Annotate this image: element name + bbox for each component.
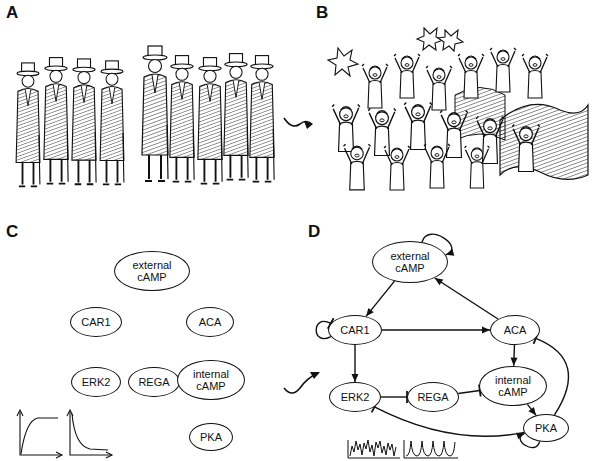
- rising-curve-plot: [17, 410, 62, 458]
- node-label: PKA: [535, 422, 557, 434]
- transition-arrowhead: [310, 372, 320, 379]
- arrowhead: [528, 407, 536, 415]
- node-label: internal cAMP: [189, 368, 233, 392]
- panel-letter: C: [6, 222, 18, 242]
- node-label: CAR1: [340, 324, 369, 336]
- molecule-node: PKA: [523, 414, 569, 442]
- molecule-node: CAR1: [328, 315, 382, 345]
- molecule-node: internal cAMP: [479, 366, 547, 407]
- activation-connector: [366, 281, 394, 316]
- node-label: PKA: [200, 431, 222, 443]
- molecule-node: ACA: [490, 315, 540, 345]
- molecule-node: REGA: [128, 367, 179, 397]
- arrowhead: [516, 433, 525, 440]
- panel-letter: D: [308, 222, 320, 242]
- connector-line: [374, 407, 524, 436]
- connector-line: [381, 396, 407, 397]
- arrowhead: [435, 278, 444, 285]
- transition-arrowhead: [304, 121, 313, 129]
- connector-line: [458, 391, 480, 394]
- activation-connector: [382, 327, 490, 334]
- node-label: ERK2: [82, 376, 111, 388]
- connector-line: [382, 329, 490, 330]
- node-label: ACA: [199, 316, 222, 328]
- node-label: internal cAMP: [491, 374, 535, 398]
- cheering-crowd: [328, 28, 588, 190]
- molecule-node: PKA: [189, 423, 233, 451]
- molecule-node: ACA: [186, 307, 234, 337]
- arrowhead: [352, 374, 359, 382]
- molecule-node: CAR1: [70, 307, 122, 337]
- molecule-node: REGA: [407, 382, 459, 412]
- molecule-node: external cAMP: [114, 251, 190, 292]
- regular-oscillation-plot: [404, 440, 458, 458]
- arrowhead: [446, 249, 455, 256]
- node-label: CAR1: [81, 316, 110, 328]
- molecule-node: ERK2: [71, 367, 121, 397]
- node-label: REGA: [417, 391, 448, 403]
- noisy-oscillation-plot: [348, 440, 400, 458]
- panel-letter: B: [316, 3, 328, 23]
- molecule-node: external cAMP: [372, 241, 448, 283]
- inhibition-connector: [458, 385, 480, 397]
- molecule-node: internal cAMP: [177, 360, 245, 401]
- molecule-node: ERK2: [329, 382, 381, 412]
- connector-line: [366, 281, 394, 316]
- node-label: external cAMP: [385, 250, 435, 274]
- connector-line: [435, 278, 498, 319]
- arrowhead: [482, 327, 490, 334]
- inhibition-connector: [381, 391, 407, 403]
- gentlemen-row: [16, 46, 274, 186]
- node-label: ACA: [504, 324, 527, 336]
- decaying-curve-plot: [67, 410, 112, 458]
- arrowhead: [511, 358, 518, 366]
- node-label: ERK2: [341, 391, 370, 403]
- node-label: external cAMP: [127, 259, 177, 283]
- activation-connector: [435, 278, 498, 319]
- activation-connector: [511, 345, 518, 366]
- arrowhead: [366, 308, 374, 316]
- activation-connector: [352, 345, 359, 382]
- activation-connector: [527, 404, 536, 415]
- node-label: REGA: [138, 376, 169, 388]
- connector-line: [527, 404, 536, 415]
- panel-letter: A: [6, 3, 18, 23]
